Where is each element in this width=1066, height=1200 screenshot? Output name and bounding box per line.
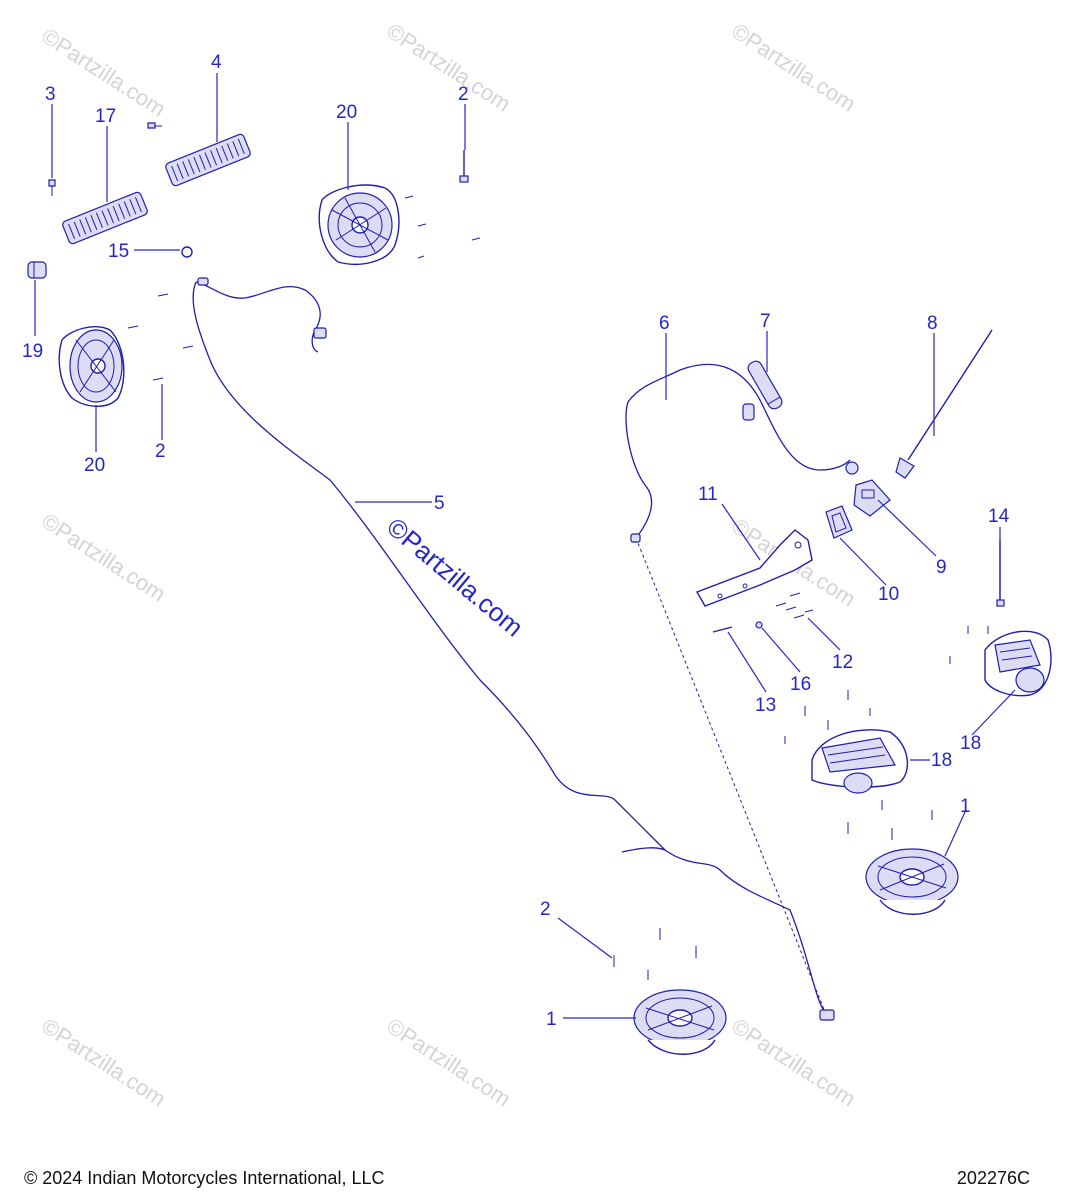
watermark-layer: ©Partzilla.com ©Partzilla.com ©Partzilla… [37,18,860,1111]
watermark: ©Partzilla.com [37,1013,170,1111]
callout-20-upper: 20 [336,102,357,123]
watermark: ©Partzilla.com [37,508,170,606]
grille-lower [62,191,148,245]
speaker-1-bottom [633,989,727,1055]
screw [147,122,162,129]
screw-set [775,592,814,619]
antenna [895,329,993,479]
callout-15: 15 [108,241,129,262]
callout-17: 17 [95,106,116,127]
watermark: ©Partzilla.com [382,1013,515,1111]
callout-18-right: 18 [960,733,981,754]
speaker-upper [318,184,400,265]
callout-1-bottom: 1 [546,1009,557,1030]
callout-18-center: 18 [931,750,952,771]
screw [48,179,56,196]
antenna-bracket [695,529,813,607]
callout-5: 5 [434,493,445,514]
callout-8: 8 [927,313,938,334]
harness-branch [621,847,666,853]
callout-6: 6 [659,313,670,334]
harness-connector [313,327,327,339]
antenna-mount [853,479,891,517]
callout-2-left: 2 [155,441,166,462]
callout-16: 16 [790,674,811,695]
callout-2-upper: 2 [458,84,469,105]
watermark: ©Partzilla.com [382,18,515,116]
callout-7: 7 [760,311,771,332]
screw-set [847,800,933,840]
callout-10: 10 [878,584,899,605]
pin [712,626,733,633]
harness-ferrite [742,403,755,421]
watermark: ©Partzilla.com [727,18,860,116]
screw-set [404,195,481,259]
screw-set [613,928,697,980]
callout-12: 12 [832,652,853,673]
callouts: 3 17 4 20 2 15 19 20 2 5 6 7 8 11 9 10 1… [22,52,1010,1030]
callout-11: 11 [698,484,718,505]
copyright-notice: © 2024 Indian Motorcycles International,… [24,1168,385,1188]
grille-upper [165,133,251,187]
callout-13: 13 [755,695,776,716]
watermark: ©Partzilla.com [727,1013,860,1111]
harness-upper-loop [195,281,321,353]
routing-line [635,537,826,1013]
grommet [755,621,763,629]
antenna-gasket [825,505,853,539]
callout-4: 4 [211,52,222,73]
sleeve [747,360,783,410]
harness-connector [630,533,641,543]
callout-19: 19 [22,341,43,362]
harness-connector [197,277,209,286]
callout-3: 3 [45,84,56,105]
screw [459,150,469,183]
antenna-harness [625,363,851,539]
trim-cap [27,261,47,279]
callout-2-bottom: 2 [540,899,551,920]
callout-9: 9 [936,557,947,578]
callout-14: 14 [988,506,1010,527]
speaker-18-right [984,630,1052,697]
callout-1-right: 1 [960,796,971,817]
harness-connector [845,461,859,475]
screw-set [127,293,194,381]
speaker-18-center [811,729,909,794]
screw-set [949,626,989,664]
screw-set [784,690,871,744]
clip [181,246,193,258]
main-speaker-harness [192,281,826,1013]
callout-20-lower: 20 [84,455,105,476]
speaker-lower [58,326,125,407]
diagram-id: 202276C [956,1168,1030,1188]
leader-lines [34,73,1016,1019]
speaker-1-right [865,848,959,915]
harness-connector [819,1009,835,1021]
